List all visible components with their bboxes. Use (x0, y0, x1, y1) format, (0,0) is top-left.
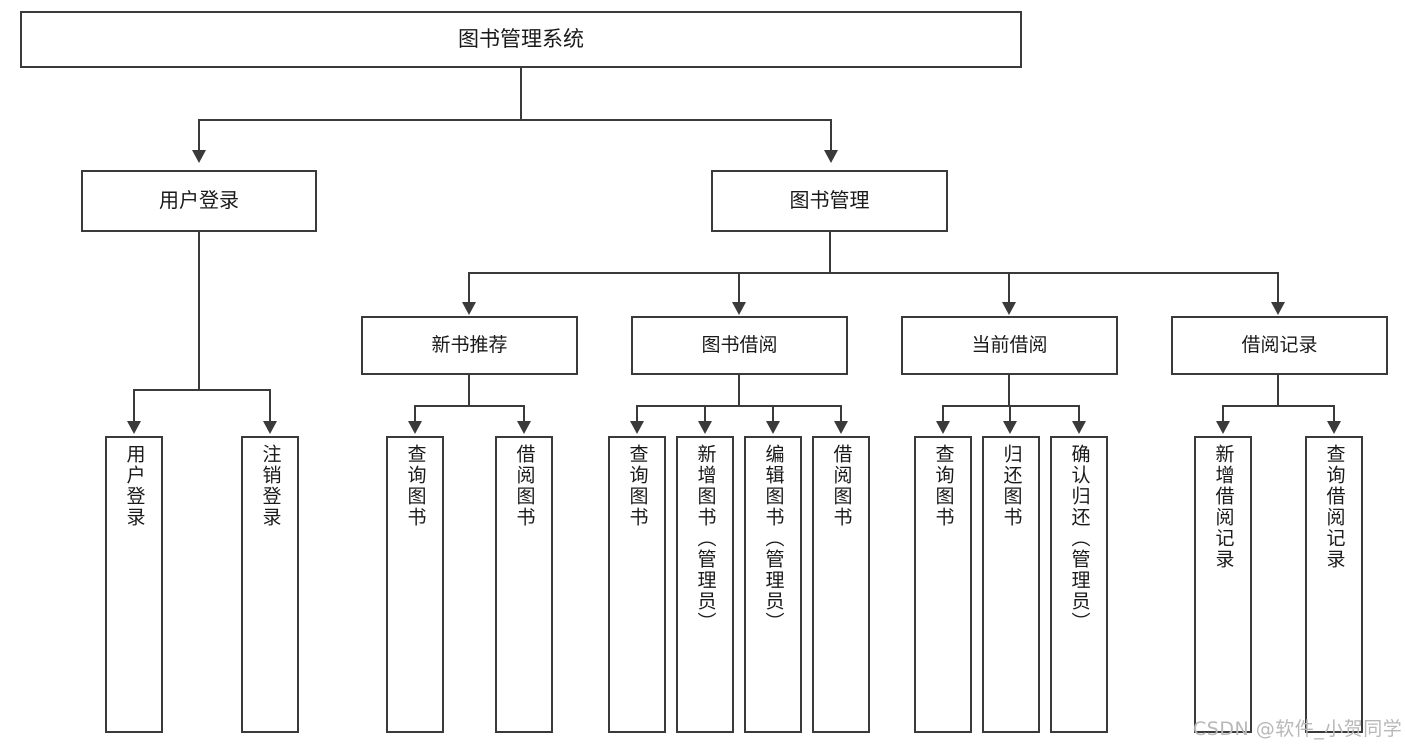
node-label: 图书管理 (789, 188, 870, 213)
connector-book-mgmt-stem (829, 232, 831, 272)
connector-book-borrow-drop-2 (772, 405, 774, 423)
arrowhead-leaf-book-borrow-1 (698, 421, 712, 434)
leaf-book-borrow-edit[interactable]: 编辑图书（管理员） (744, 436, 802, 733)
leaf-borrow-records-query[interactable]: 查询借阅记录 (1305, 436, 1363, 733)
connector-level3-drop-0 (468, 272, 470, 304)
leaf-label: 借阅图书 (830, 444, 853, 528)
connector-borrow-records-drop-0 (1222, 405, 1224, 423)
leaf-book-borrow-borrow[interactable]: 借阅图书 (812, 436, 870, 733)
arrowhead-leaf-borrow-records-1 (1327, 421, 1341, 434)
connector-borrow-records-bus (1222, 405, 1335, 407)
connector-drop-book-mgmt (830, 119, 832, 152)
connector-user-login-drop-1 (269, 389, 271, 423)
leaf-label: 编辑图书（管理员） (762, 444, 785, 633)
connector-drop-user-login (198, 119, 200, 152)
arrowhead-leaf-book-borrow-0 (630, 421, 644, 434)
arrowhead-leaf-new-books-0 (408, 421, 422, 434)
leaf-user-login-logout[interactable]: 注销登录 (241, 436, 299, 733)
arrowhead-leaf-user-login-1 (263, 421, 277, 434)
arrowhead-leaf-book-borrow-2 (766, 421, 780, 434)
connector-user-login-bus (133, 389, 270, 391)
connector-level3-drop-3 (1277, 272, 1279, 304)
connector-borrow-records-drop-1 (1333, 405, 1335, 423)
leaf-label: 查询图书 (932, 444, 955, 528)
arrowhead-leaf-current-borrow-0 (936, 421, 950, 434)
arrowhead-leaf-borrow-records-0 (1216, 421, 1230, 434)
connector-level3-drop-1 (738, 272, 740, 304)
arrowhead-leaf-current-borrow-1 (1003, 421, 1017, 434)
connector-current-borrow-drop-2 (1078, 405, 1080, 423)
leaf-book-borrow-add[interactable]: 新增图书（管理员） (676, 436, 734, 733)
arrowhead-leaf-user-login-0 (127, 421, 141, 434)
node-current-borrow[interactable]: 当前借阅 (901, 316, 1118, 375)
connector-new-books-drop-0 (414, 405, 416, 423)
connector-user-login-drop-0 (133, 389, 135, 423)
node-root-system[interactable]: 图书管理系统 (20, 11, 1022, 68)
connector-level3-bus (468, 272, 1277, 274)
leaf-current-borrow-confirm[interactable]: 确认归还（管理员） (1050, 436, 1108, 733)
leaf-new-books-query[interactable]: 查询图书 (386, 436, 444, 733)
node-label: 用户登录 (159, 188, 239, 213)
connector-new-books-drop-1 (523, 405, 525, 423)
node-user-login[interactable]: 用户登录 (81, 170, 317, 232)
node-label: 当前借阅 (971, 334, 1048, 357)
leaf-current-borrow-return[interactable]: 归还图书 (982, 436, 1040, 733)
connector-book-borrow-drop-0 (636, 405, 638, 423)
node-book-borrow[interactable]: 图书借阅 (631, 316, 848, 375)
leaf-label: 查询图书 (404, 444, 427, 528)
node-label: 新书推荐 (431, 334, 508, 357)
connector-book-borrow-drop-1 (704, 405, 706, 423)
arrowhead-leaf-new-books-1 (517, 421, 531, 434)
leaf-label: 借阅图书 (513, 444, 536, 528)
connector-book-borrow-bus (636, 405, 841, 407)
leaf-label: 用户登录 (123, 444, 146, 528)
connector-book-borrow-stem (738, 375, 740, 405)
leaf-label: 归还图书 (1000, 444, 1023, 528)
leaf-label: 新增借阅记录 (1212, 444, 1235, 570)
arrowhead-level3-1 (732, 302, 746, 315)
arrowhead-level3-3 (1271, 302, 1285, 315)
connector-root-stem (520, 68, 522, 119)
arrowhead-book-mgmt (824, 150, 838, 163)
connector-new-books-bus (414, 405, 525, 407)
leaf-label: 确认归还（管理员） (1068, 444, 1091, 633)
leaf-user-login-login[interactable]: 用户登录 (105, 436, 163, 733)
connector-current-borrow-bus (942, 405, 1080, 407)
arrowhead-level3-2 (1002, 302, 1016, 315)
node-book-management[interactable]: 图书管理 (711, 170, 948, 232)
leaf-current-borrow-query[interactable]: 查询图书 (914, 436, 972, 733)
leaf-label: 查询图书 (626, 444, 649, 528)
arrowhead-leaf-book-borrow-3 (834, 421, 848, 434)
leaf-borrow-records-add[interactable]: 新增借阅记录 (1194, 436, 1252, 733)
connector-level2-bus (198, 119, 832, 121)
leaf-book-borrow-query[interactable]: 查询图书 (608, 436, 666, 733)
connector-borrow-records-stem (1277, 375, 1279, 405)
connector-new-books-stem (468, 375, 470, 405)
connector-current-borrow-drop-0 (942, 405, 944, 423)
connector-user-login-stem (198, 232, 200, 389)
leaf-label: 新增图书（管理员） (694, 444, 717, 633)
node-new-book-recommend[interactable]: 新书推荐 (361, 316, 578, 375)
node-borrow-records[interactable]: 借阅记录 (1171, 316, 1388, 375)
connector-current-borrow-drop-1 (1009, 405, 1011, 423)
leaf-label: 注销登录 (259, 444, 282, 528)
node-label: 图书借阅 (701, 334, 778, 357)
connector-current-borrow-stem (1008, 375, 1010, 405)
leaf-label: 查询借阅记录 (1323, 444, 1346, 570)
arrowhead-user-login (192, 150, 206, 163)
arrowhead-level3-0 (462, 302, 476, 315)
connector-level3-drop-2 (1008, 272, 1010, 304)
leaf-new-books-borrow[interactable]: 借阅图书 (495, 436, 553, 733)
connector-book-borrow-drop-3 (840, 405, 842, 423)
node-label: 图书管理系统 (458, 27, 584, 52)
node-label: 借阅记录 (1241, 334, 1318, 357)
arrowhead-leaf-current-borrow-2 (1072, 421, 1086, 434)
